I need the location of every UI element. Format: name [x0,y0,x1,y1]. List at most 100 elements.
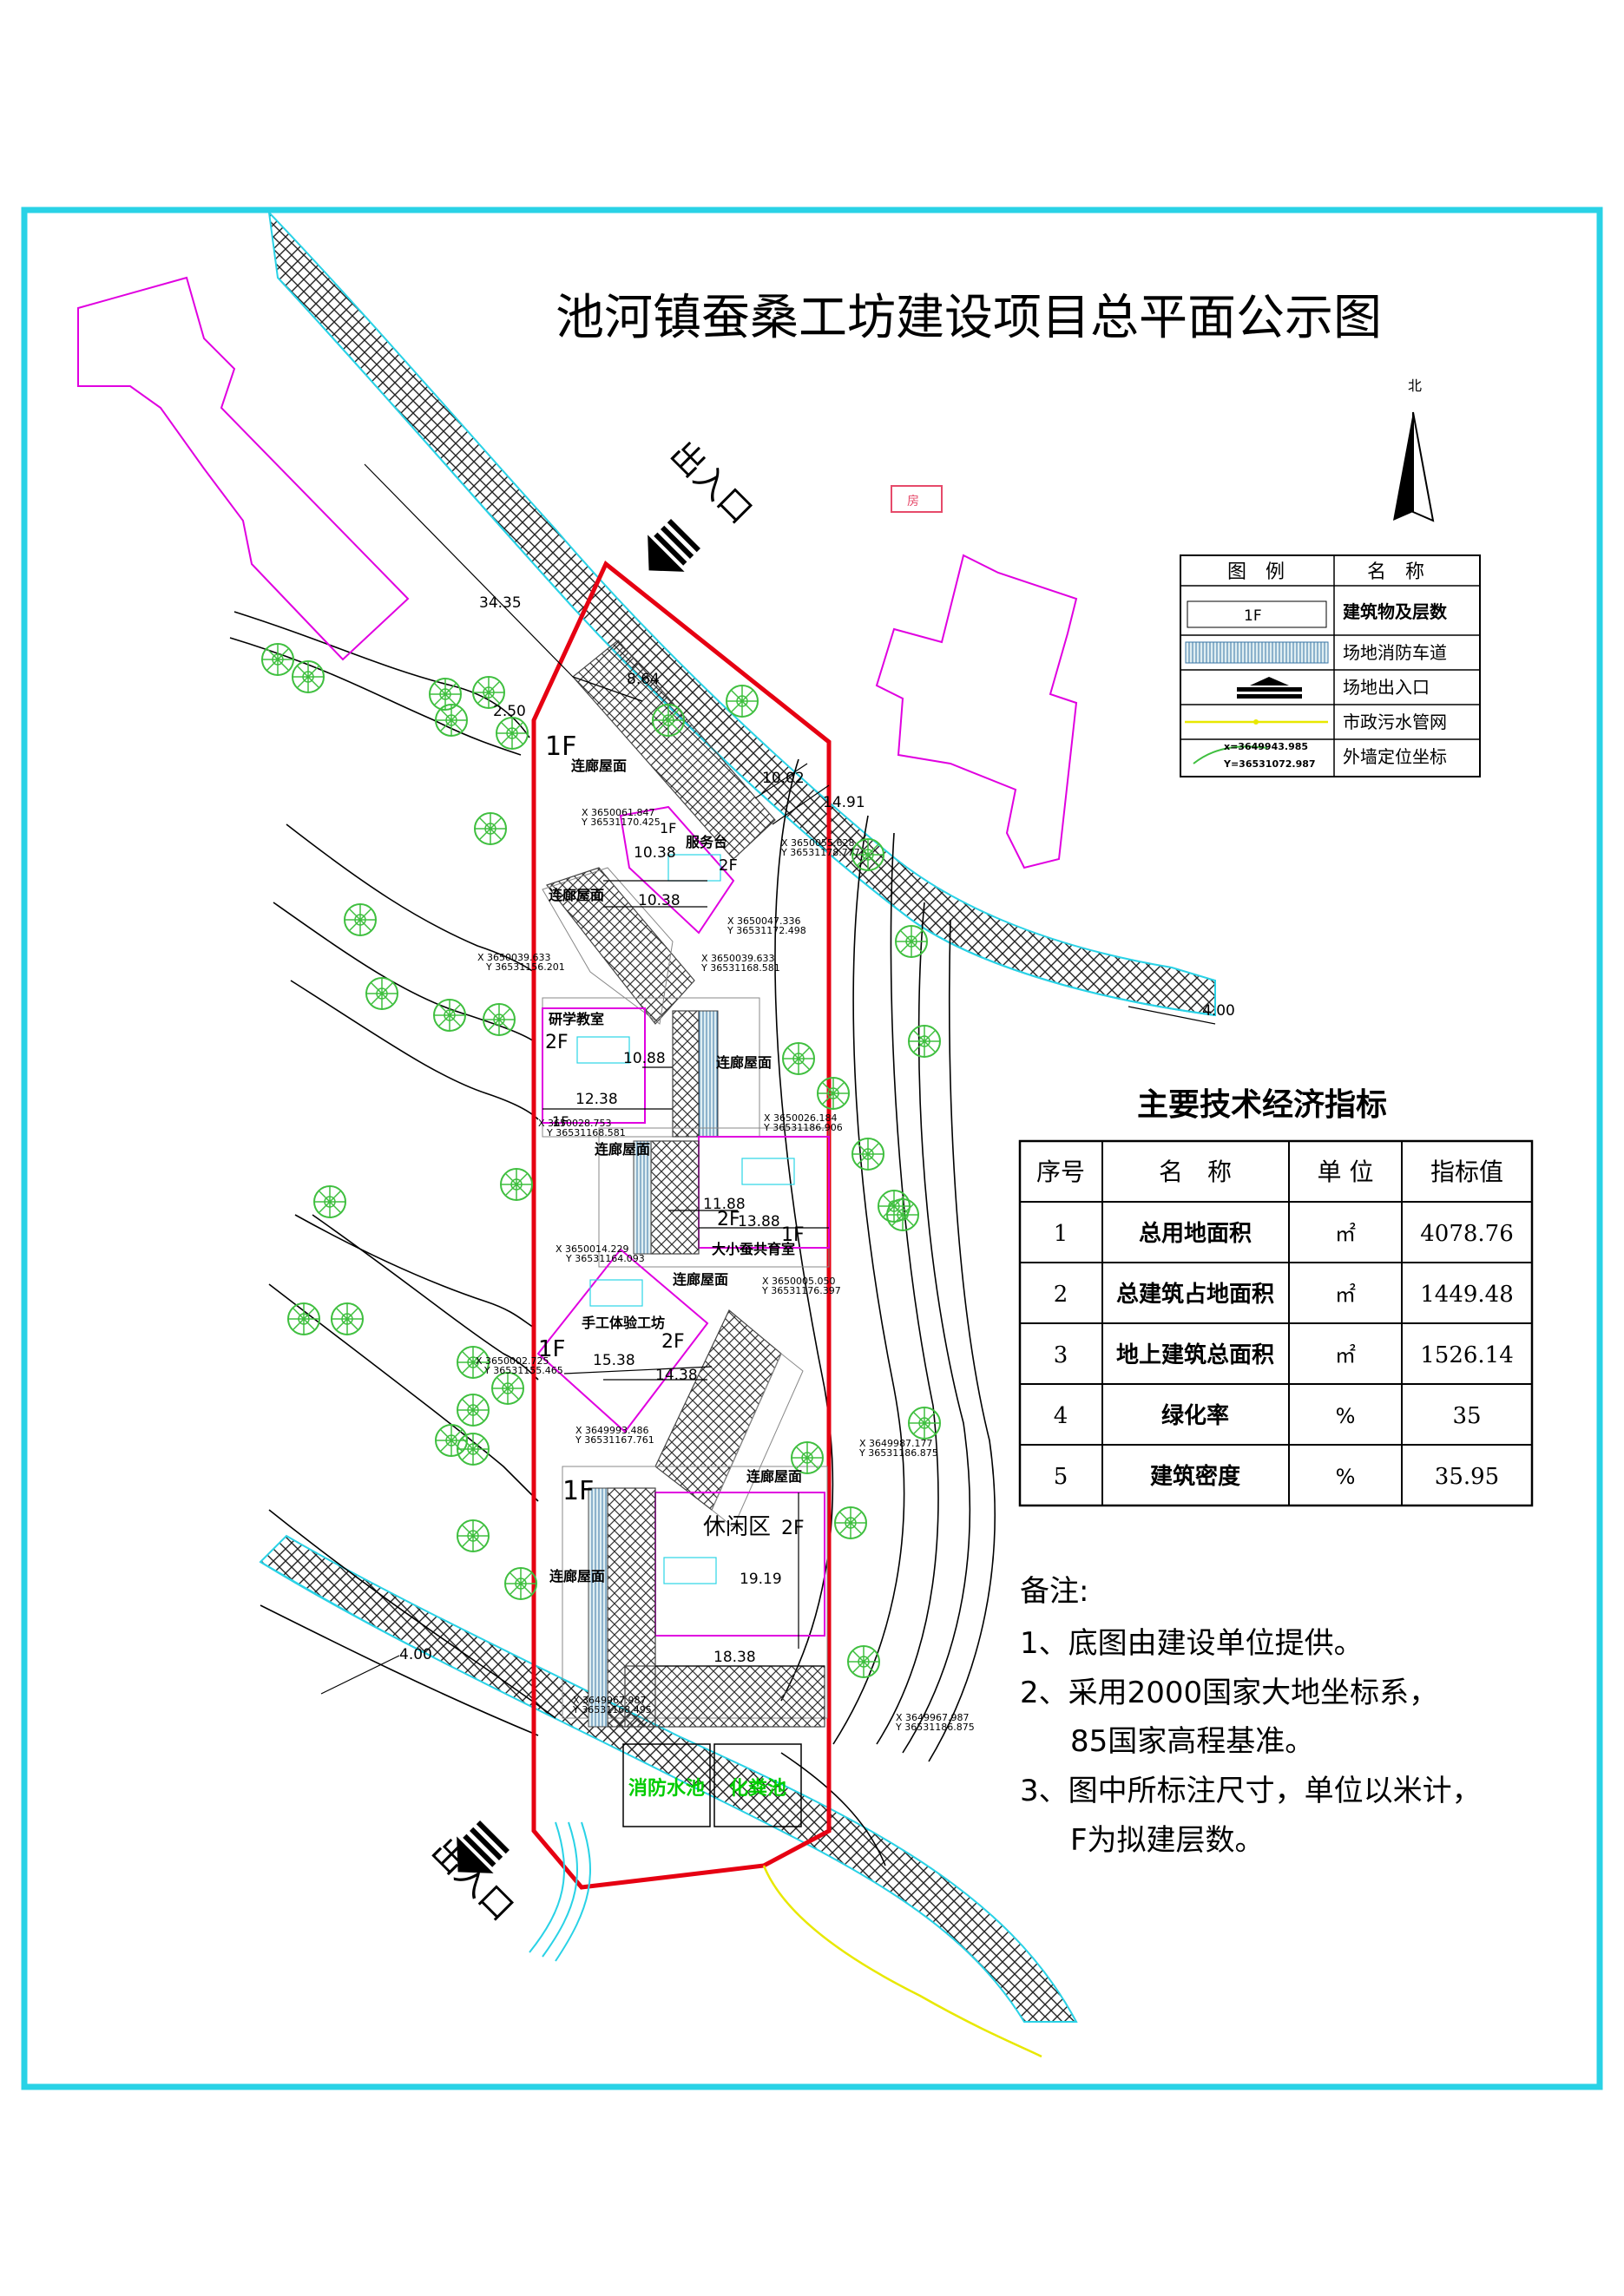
corridor-labels: 连廊屋面 连廊屋面 连廊屋面 连廊屋面 连廊屋面 连廊屋面 连廊屋面 [549,758,802,1584]
coord-label: Y 36531170.425 [581,817,661,828]
dimension-label: 19.19 [740,1571,782,1588]
note-line: 2、采用2000国家大地坐标系， [1020,1676,1438,1710]
note-line: 85国家高程基准。 [1070,1724,1314,1759]
room-label: 研学教室 [549,1011,604,1027]
dimension-label: 4.00 [1202,1002,1235,1020]
corridor-label: 连廊屋面 [716,1054,772,1071]
entrance-north-symbol [630,515,705,589]
block-silkworm [598,1127,830,1268]
dimension-label: 10.38 [634,844,676,862]
indicator-name: 地上建筑总面积 [1116,1342,1274,1368]
legend-row-sewer: 市政污水管网 [1343,712,1447,732]
coord-label: Y 36531172.498 [727,925,806,936]
corridor-label: 连廊屋面 [549,1568,605,1584]
coord-label: X 3650047.336 [727,915,801,927]
coord-label: X 3650039.633 [701,953,775,964]
page-title: 池河镇蚕桑工坊建设项目总平面公示图 [556,290,1382,346]
corridor-label: 连廊屋面 [673,1271,728,1288]
floor-labels: 1F 1F 2F 2F 1F 2F 1F 2F 1F 2F 1F [538,731,805,1539]
coord-label: X 3650039.633 [477,952,551,963]
neighbor-buildings [77,276,1078,869]
indicator-unit: % [1336,1404,1356,1428]
floor-label: 2F [545,1032,569,1053]
room-labels: 服务台 研学教室 大小蚕共育室 手工体验工坊 休闲区 [549,834,795,1540]
dimension-lines [320,463,1216,1695]
septic-tank-label: 化粪池 [729,1777,786,1800]
indicator-no: 1 [1054,1221,1068,1247]
coord-label: X 3650026.184 [764,1112,838,1124]
indicator-no: 2 [1054,1282,1068,1308]
indicator-unit: ㎡ [1335,1222,1356,1246]
indicator-name: 建筑密度 [1150,1463,1240,1490]
dimension-label: 10.38 [638,892,681,909]
legend-col-name: 名 称 [1367,561,1424,583]
legend-fire-lane-swatch [1185,641,1329,664]
coord-label: X 3650055.628 [781,837,855,849]
coord-label: Y 36531186.906 [763,1122,843,1133]
coord-label: X 3649967.987 [573,1695,647,1706]
indicator-value: 1449.48 [1420,1282,1514,1308]
legend-col-symbol: 图 例 [1227,561,1285,583]
floor-label: 1F [781,1224,805,1246]
dimension-label: 2.50 [493,703,526,720]
legend-row-coordinate: 外墙定位坐标 [1343,746,1447,767]
floor-label: 2F [719,856,738,875]
indicator-no: 5 [1054,1464,1068,1490]
note-line: 1、底图由建设单位提供。 [1020,1626,1364,1661]
indicator-unit: ㎡ [1335,1282,1356,1307]
floor-label: 2F [781,1518,805,1539]
indicator-unit: ㎡ [1335,1343,1356,1368]
dimension-label: 11.88 [703,1196,746,1213]
indicators-header-unit: 单 位 [1318,1158,1374,1186]
coordinate-labels: X 3650061.847 Y 36531170.425 X 3650055.6… [476,807,975,1733]
neighbor-label: 房 [907,495,919,508]
legend-entrance-icon [1237,677,1302,699]
indicator-value: 35.95 [1435,1464,1499,1490]
indicators-header-name: 名 称 [1159,1158,1232,1186]
coord-label: Y 36531168.495 [572,1704,652,1715]
dimension-label: 34.35 [479,594,522,612]
coord-label: X 3650061.847 [582,807,655,818]
corridor-label: 连廊屋面 [571,758,627,774]
notes-heading: 备注: [1020,1574,1088,1609]
drawing-border [21,207,1603,2090]
coord-label: Y 36531176.397 [761,1285,841,1296]
coord-label: Y 36531186.875 [858,1447,938,1459]
coord-label: X 3649967.987 [896,1712,970,1723]
room-label: 大小蚕共育室 [712,1241,795,1257]
dimension-label: 10.02 [762,770,805,787]
indicator-value: 4078.76 [1420,1221,1514,1247]
legend-sample-y: Y=36531072.987 [1223,758,1316,770]
entrance-north-label: 出入口 [663,434,760,531]
floor-label: 1F [538,1336,566,1362]
legend-sample-floor: 1F [1244,607,1262,625]
corridor-label: 连廊屋面 [595,1141,650,1158]
block-research [542,997,760,1138]
indicators-header-value: 指标值 [1430,1158,1503,1186]
legend-row-fire-lane: 场地消防车道 [1343,642,1447,663]
note-line: 3、图中所标注尺寸，单位以米计， [1020,1774,1482,1808]
terrain-lines [229,611,996,1866]
site-boundary [531,561,832,1890]
sewer-line [762,1865,1042,2058]
corridor-label: 连廊屋面 [746,1468,802,1485]
coord-label: Y 36531178.777 [780,847,860,858]
dimension-label: 4.00 [399,1646,432,1663]
indicator-no: 3 [1054,1342,1068,1368]
coord-label: Y 36531155.465 [483,1365,563,1376]
coord-label: X 3650028.753 [538,1118,612,1129]
coord-label: Y 36531167.761 [575,1434,654,1446]
dimension-labels: 34.35 8.64 2.50 10.02 14.91 10.38 10.38 … [399,594,1235,1666]
dimension-label: 10.88 [623,1050,666,1067]
note-line: F为拟建层数。 [1070,1823,1265,1858]
corridor-label: 连廊屋面 [549,887,604,903]
dimension-label: 14.91 [823,794,865,811]
floor-label: 1F [552,1113,569,1130]
coord-label: X 3650005.050 [762,1276,836,1287]
floor-label: 2F [661,1331,685,1353]
indicators-table: 主要技术经济指标 序号 名 称 单 位 指标值 1 总用地面积 ㎡ 4078.7… [1018,1087,1534,1507]
indicators-title: 主要技术经济指标 [1137,1087,1387,1123]
dimension-label: 18.38 [713,1649,756,1666]
indicator-no: 4 [1054,1403,1068,1429]
